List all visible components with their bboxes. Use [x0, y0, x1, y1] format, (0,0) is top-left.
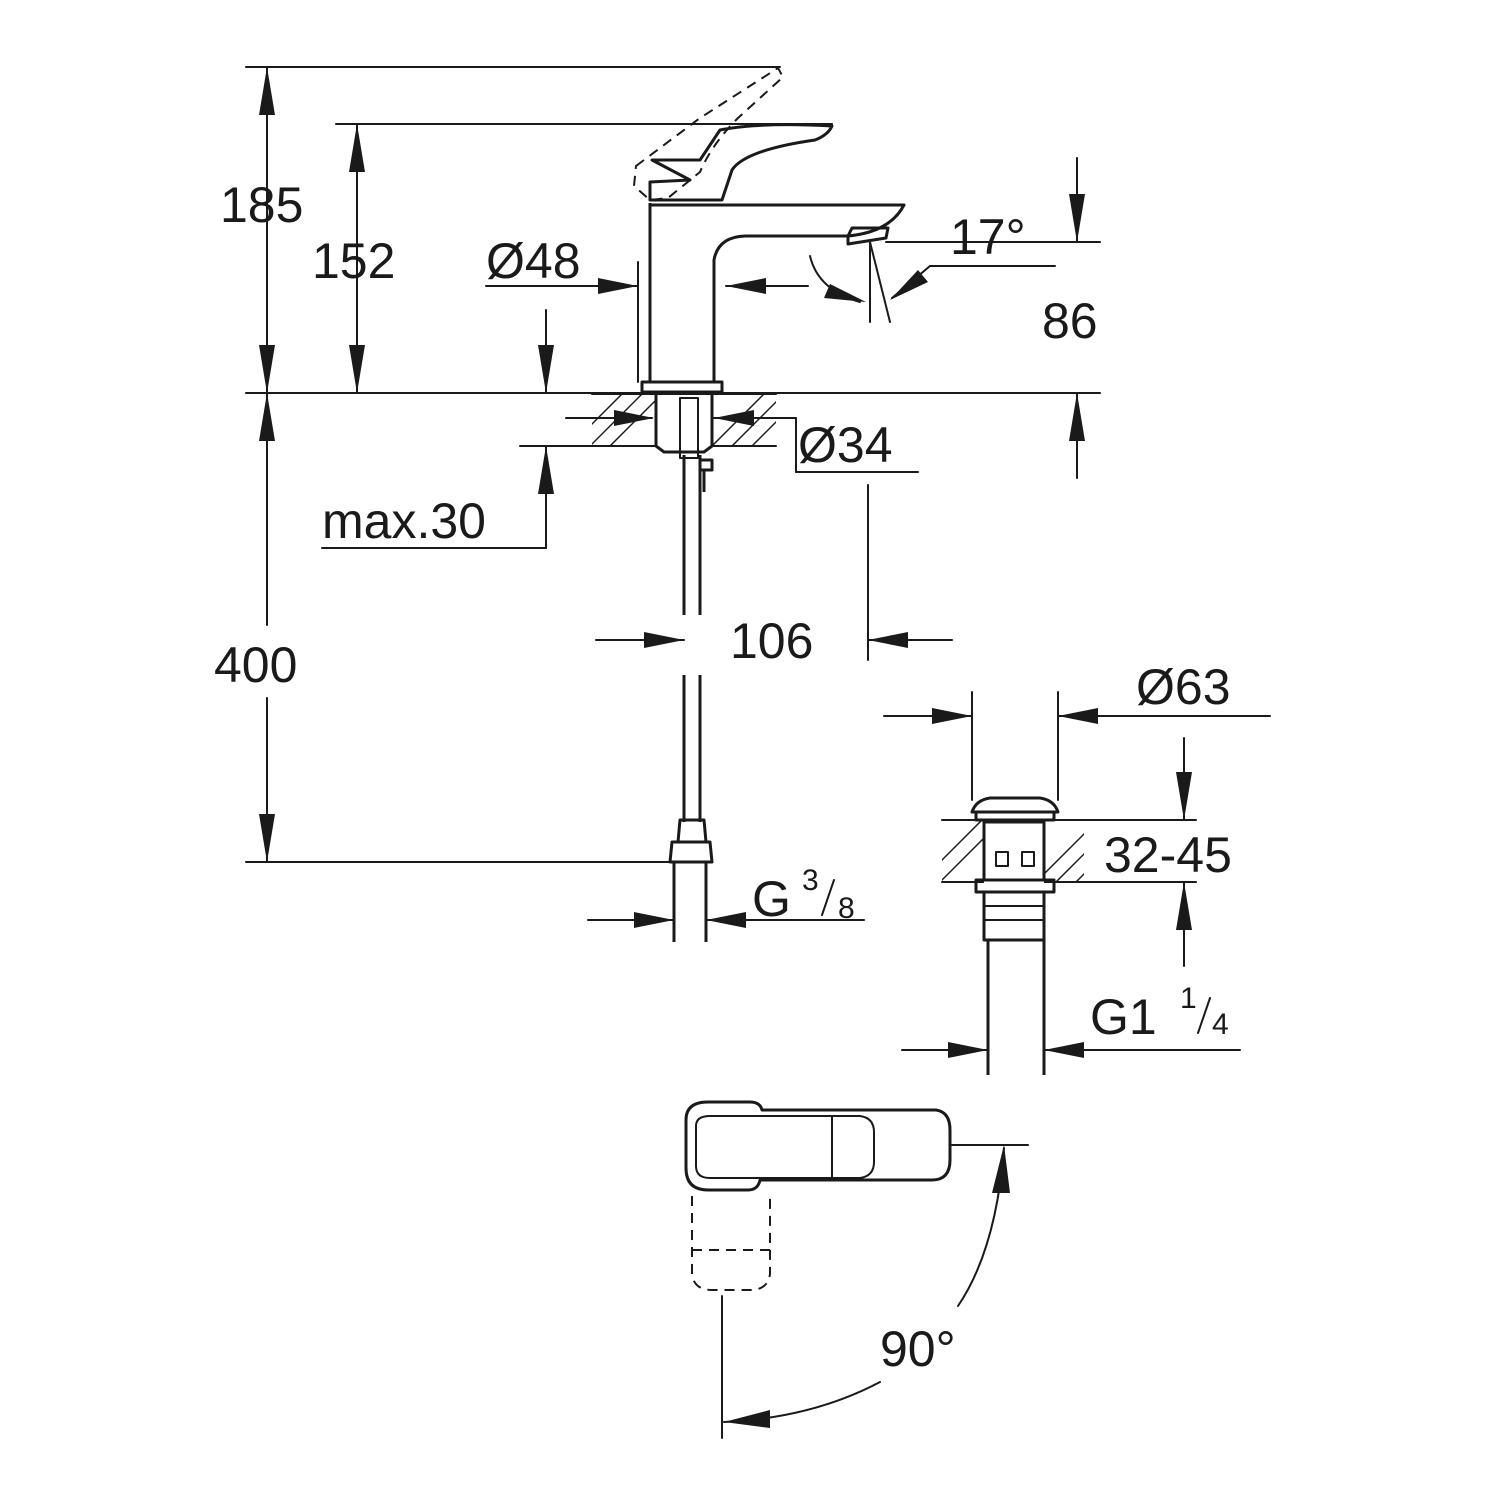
dim-waste-diameter: Ø63: [1136, 659, 1231, 715]
hose-connection-numerator: 3: [802, 864, 819, 897]
dim-spout-clearance: 86: [1042, 293, 1098, 349]
dim-lever-rotation: 90°: [880, 1321, 956, 1377]
dim-max-deck-thickness: max.30: [322, 493, 486, 549]
dim-waste-thread: G1 1 4: [1090, 982, 1229, 1045]
hose-connection-fraction-bar: [821, 879, 835, 916]
pop-up-waste: [941, 796, 1089, 1075]
dim-spout-angle: 17°: [950, 209, 1026, 265]
lever-top-view: [684, 1100, 952, 1291]
waste-thread-numerator: 1: [1180, 982, 1197, 1015]
dim-total-height: 185: [220, 177, 303, 233]
deck-section: [591, 393, 777, 459]
dim-waste-range: 32-45: [1104, 827, 1232, 883]
waste-thread-denominator: 4: [1212, 1008, 1229, 1041]
hose-connection-denominator: 8: [838, 892, 855, 925]
dim-spout-height: 152: [312, 233, 395, 289]
dimension-labels: 185 152 Ø48 17° 86 Ø34 max.30 400 106 Ø6…: [214, 177, 1232, 1377]
faucet-side-view: [632, 66, 906, 394]
hose-connection-prefix: G: [752, 871, 791, 927]
dimension-lines: [245, 66, 1271, 1439]
dim-shank-diameter: Ø34: [798, 417, 893, 473]
supply-hose: [668, 455, 714, 942]
dim-hose-connection: G 3 8: [752, 864, 855, 927]
dim-hose-length: 400: [214, 637, 297, 693]
waste-thread-prefix: G1: [1090, 989, 1157, 1045]
dim-spout-reach: 106: [730, 613, 813, 669]
dim-body-diameter: Ø48: [486, 233, 581, 289]
waste-thread-fraction-bar: [1197, 997, 1211, 1034]
